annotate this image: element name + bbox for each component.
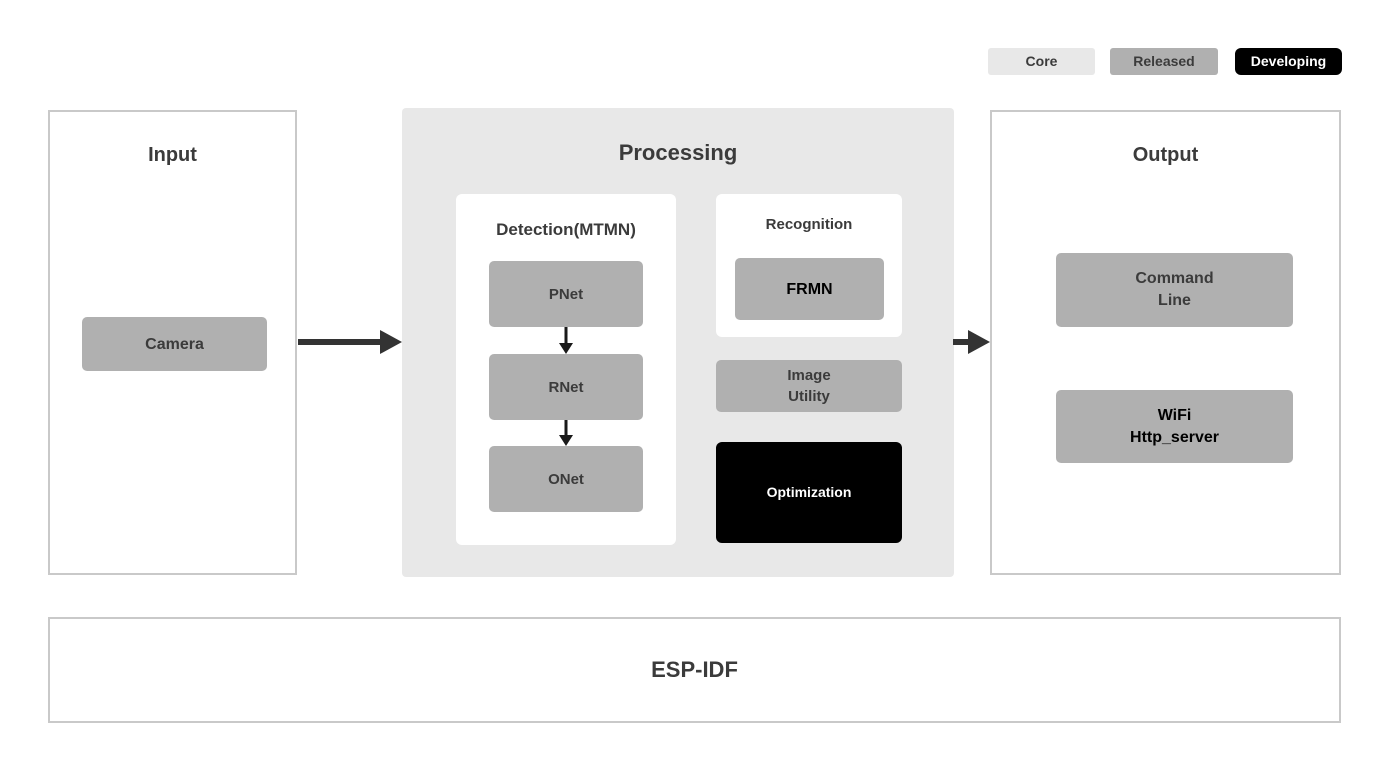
- frmn-node-label: FRMN: [786, 280, 833, 298]
- camera-node-label: Camera: [145, 335, 204, 353]
- output-panel: Output Command Line WiFi Http_server: [990, 110, 1341, 575]
- esp-idf-panel-title: ESP-IDF: [651, 657, 738, 682]
- arrow-stem: [298, 339, 382, 345]
- arrow-stem: [564, 420, 568, 435]
- image-utility-label-line1: Image: [787, 367, 831, 384]
- detection-group: Detection(MTMN) PNet RNet ONet: [456, 194, 676, 545]
- processing-panel-title: Processing: [618, 140, 738, 165]
- onet-node: ONet: [489, 446, 643, 512]
- optimization-node-label: Optimization: [766, 484, 852, 500]
- frmn-node: FRMN: [735, 258, 884, 320]
- camera-node: Camera: [82, 317, 267, 371]
- command-line-node: Command Line: [1056, 253, 1293, 327]
- legend-core-badge: Core: [988, 48, 1095, 75]
- recognition-group-title: Recognition: [765, 216, 853, 233]
- onet-node-label: ONet: [548, 470, 584, 488]
- output-panel-title: Output: [1132, 144, 1199, 166]
- esp-idf-panel: ESP-IDF: [48, 617, 1341, 723]
- command-line-label-line1: Command: [1135, 270, 1214, 287]
- image-utility-label-line2: Utility: [788, 388, 830, 405]
- rnet-node: RNet: [489, 354, 643, 420]
- arrow-head-icon: [559, 343, 573, 354]
- legend-developing-badge: Developing: [1235, 48, 1342, 75]
- arrow-stem: [953, 339, 970, 345]
- image-utility-node: Image Utility: [716, 360, 902, 412]
- arrow-head-icon: [380, 330, 402, 354]
- detection-group-title: Detection(MTMN): [496, 220, 636, 239]
- arrow-head-icon: [559, 435, 573, 446]
- arrow-rnet-to-onet: [456, 420, 676, 446]
- pnet-node-label: PNet: [548, 285, 584, 303]
- arrow-input-to-processing: [298, 330, 402, 354]
- arrow-pnet-to-rnet: [456, 327, 676, 354]
- arrow-stem: [564, 327, 568, 343]
- wifi-label-line1: WiFi: [1157, 406, 1192, 424]
- arrow-head-icon: [968, 330, 990, 354]
- optimization-node: Optimization: [716, 442, 902, 543]
- rnet-node-label: RNet: [548, 378, 584, 396]
- processing-panel: Processing Detection(MTMN) PNet RNet ONe…: [402, 108, 954, 577]
- recognition-group: Recognition FRMN: [716, 194, 902, 337]
- legend-released-badge: Released: [1110, 48, 1218, 75]
- arrow-processing-to-output: [953, 330, 990, 354]
- wifi-http-server-node: WiFi Http_server: [1056, 390, 1293, 463]
- input-panel: Input Camera: [48, 110, 297, 575]
- pnet-node: PNet: [489, 261, 643, 327]
- input-panel-title: Input: [148, 144, 197, 166]
- wifi-label-line2: Http_server: [1130, 428, 1219, 446]
- command-line-label-line2: Line: [1158, 292, 1191, 309]
